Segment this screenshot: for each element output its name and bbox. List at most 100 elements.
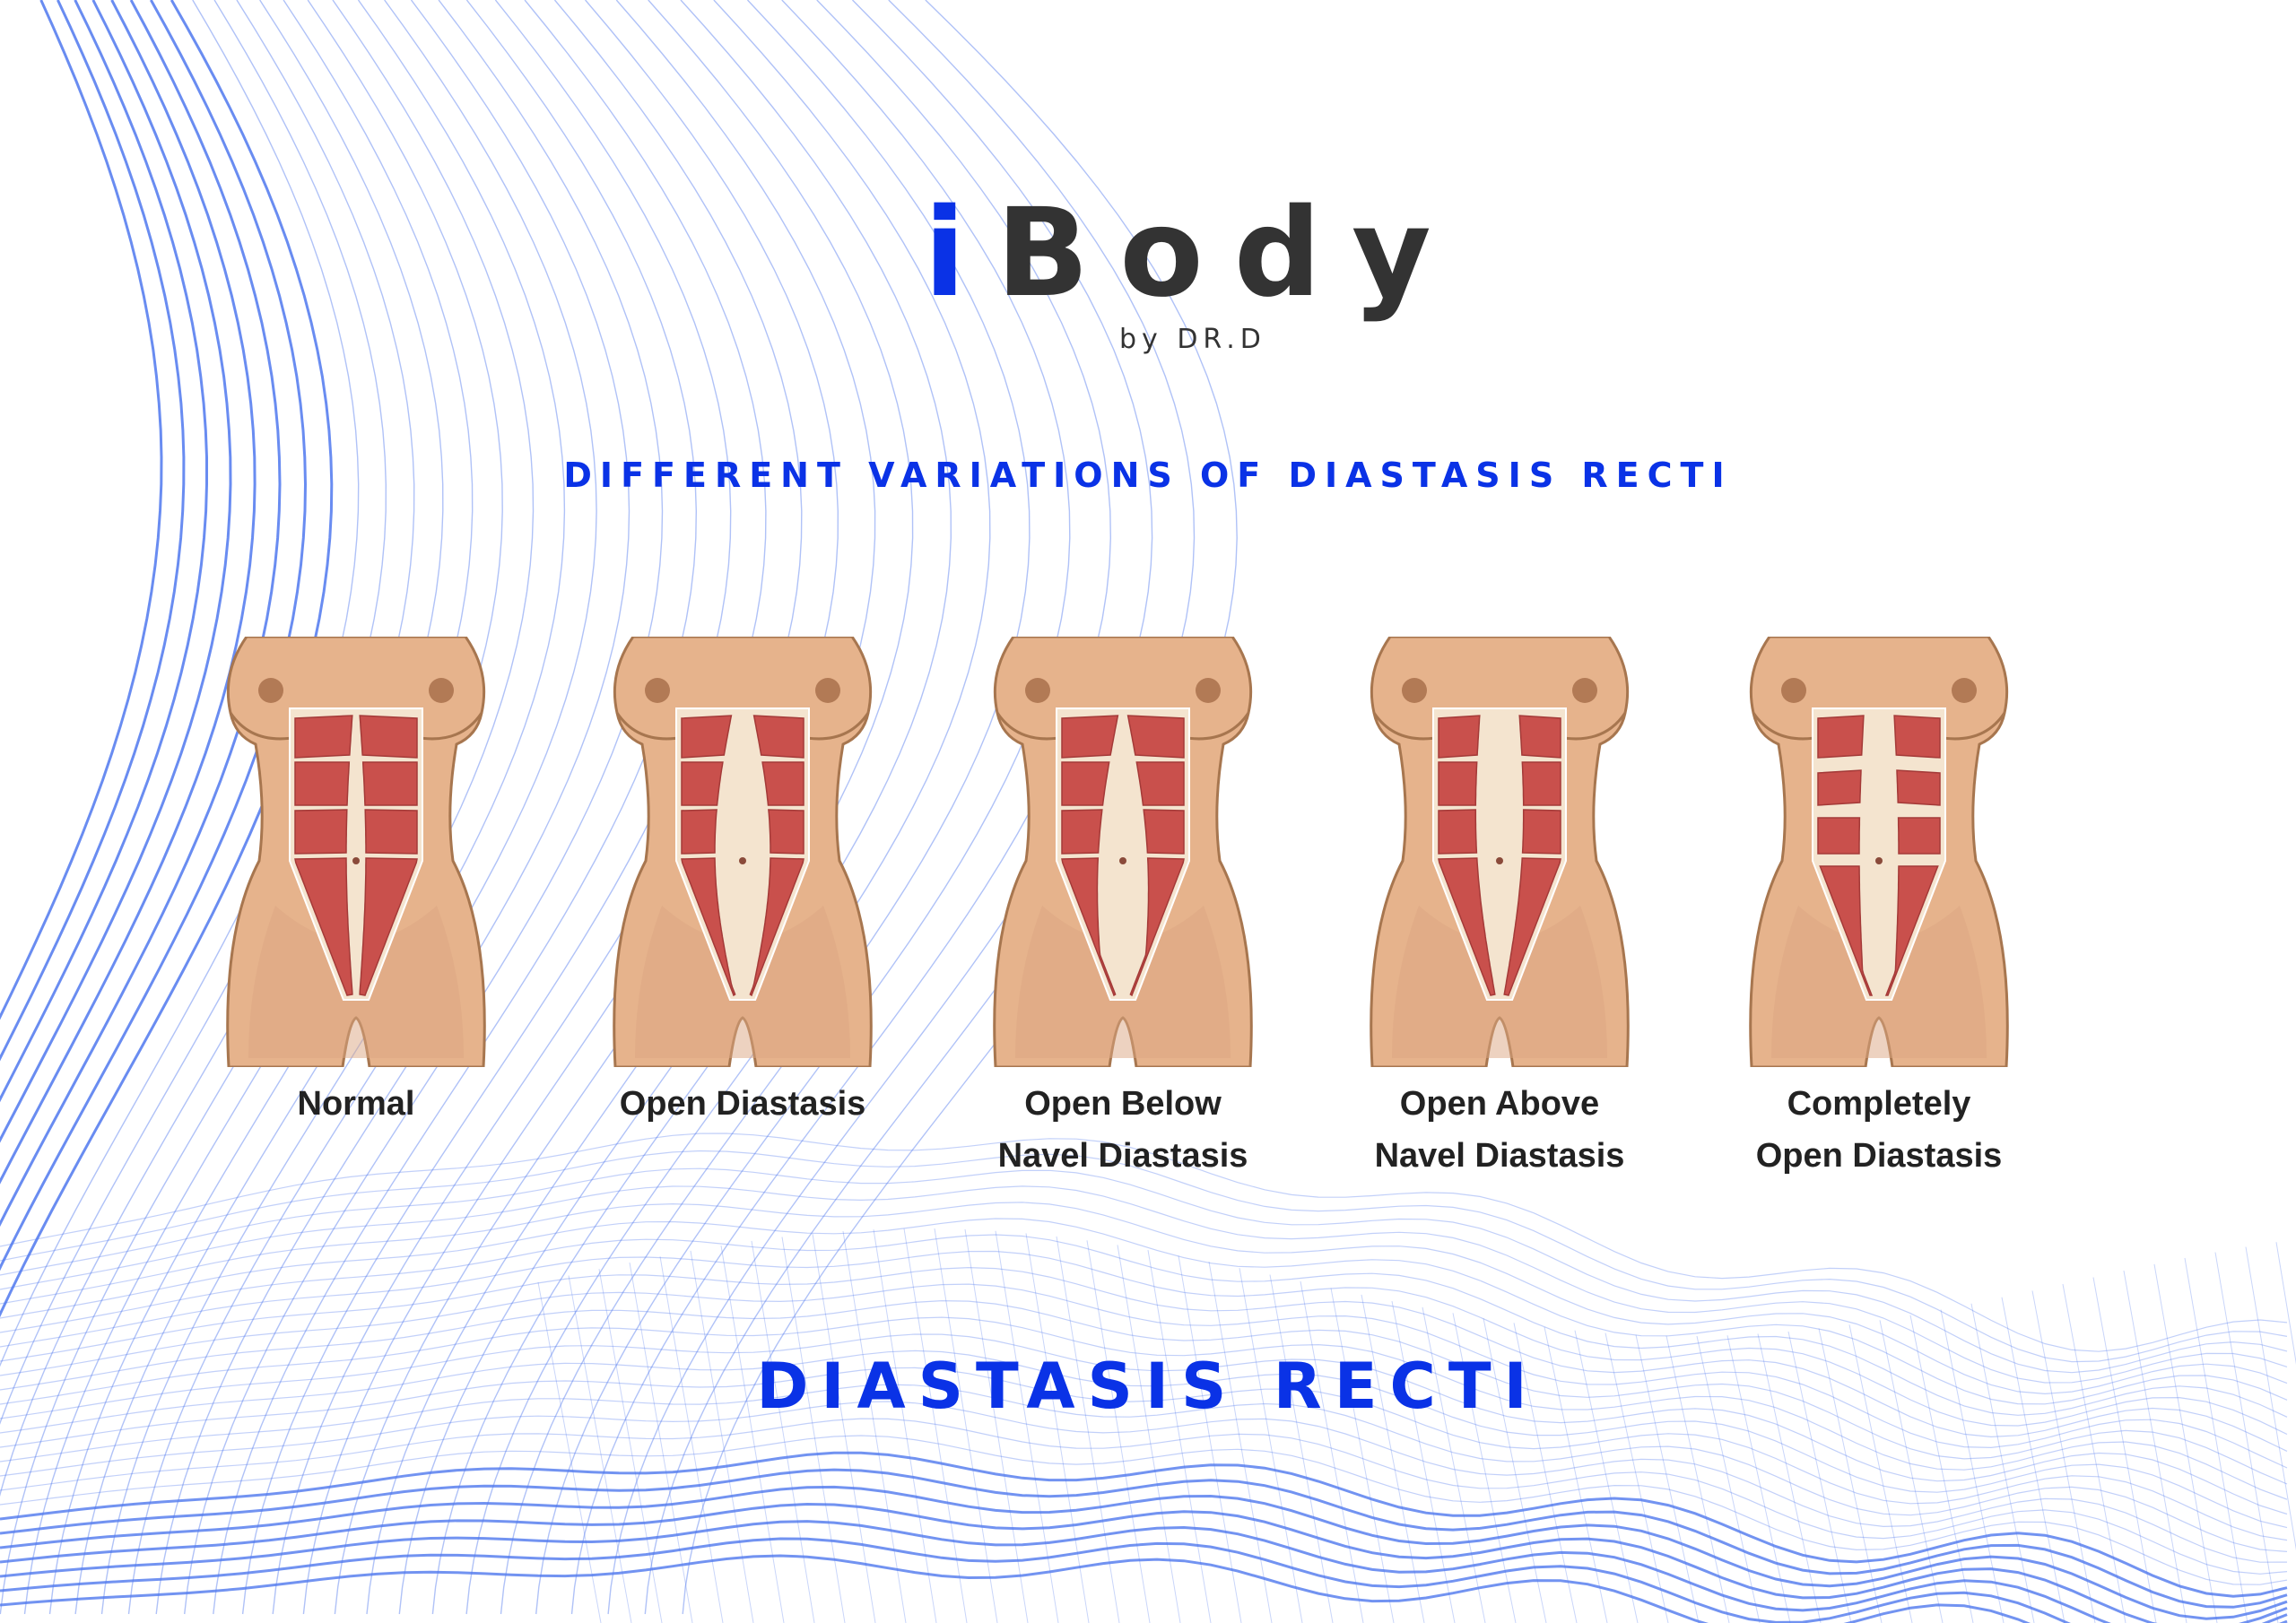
wave-line-bottom xyxy=(0,1485,2288,1620)
wave-mesh-line xyxy=(2031,1290,2096,1623)
rectus-muscle-segment xyxy=(1518,715,1561,759)
wave-mesh-line xyxy=(842,1230,907,1623)
rectus-muscle-segment xyxy=(1061,715,1119,759)
wave-mesh-line xyxy=(1452,1313,1517,1623)
wave-mesh-line xyxy=(2214,1252,2279,1623)
wave-mesh-line xyxy=(1483,1318,1547,1623)
wave-line-left xyxy=(100,0,566,1615)
wave-line-left xyxy=(213,0,698,1615)
wave-line-bottom xyxy=(0,1554,2031,1623)
wave-mesh-line xyxy=(751,1240,815,1623)
nipple xyxy=(1402,678,1427,703)
rectus-muscle-segment xyxy=(1521,809,1561,855)
rectus-muscle-segment xyxy=(1438,761,1478,806)
wave-mesh-line xyxy=(2275,1242,2296,1365)
wave-line-bottom xyxy=(0,1250,2288,1436)
wave-mesh-line xyxy=(568,1275,632,1623)
wave-mesh-line xyxy=(1300,1280,1364,1623)
torso-illustration xyxy=(1749,637,2009,1067)
wave-line-bottom xyxy=(0,1185,2288,1384)
figure-label-line2: Open Diastasis xyxy=(1755,1137,2003,1175)
wave-line-bottom xyxy=(0,1133,2288,1352)
rectus-muscle-segment xyxy=(294,809,348,855)
navel xyxy=(352,857,360,864)
rectus-muscle-segment xyxy=(1438,857,1496,996)
wave-mesh-line xyxy=(873,1229,937,1623)
wave-mesh-line xyxy=(659,1256,724,1623)
wave-mesh-line xyxy=(1025,1233,1090,1623)
rectus-muscle-segment xyxy=(681,761,724,806)
wave-line-left xyxy=(500,0,1031,1615)
logo-i: i xyxy=(924,183,996,325)
nipple xyxy=(1952,678,1977,703)
wave-line-left xyxy=(0,0,186,1062)
rectus-muscle-segment xyxy=(761,761,804,806)
wave-line-left xyxy=(535,0,1071,1615)
wave-mesh-line xyxy=(1056,1236,1120,1623)
wave-line-bottom xyxy=(0,1167,2288,1374)
rectus-muscle-segment xyxy=(1126,715,1185,759)
torso-illustration xyxy=(613,637,873,1067)
wave-line-bottom xyxy=(0,1435,2288,1585)
wave-mesh-line xyxy=(1239,1268,1303,1623)
wave-mesh-line xyxy=(1696,1335,1761,1623)
wave-mesh-line xyxy=(2153,1263,2218,1623)
wave-mesh-line xyxy=(1635,1334,1700,1623)
wave-line-bottom xyxy=(0,1218,2288,1405)
wave-line-bottom xyxy=(0,1266,2288,1452)
nipple xyxy=(258,678,283,703)
page-title: DIASTASIS RECTI xyxy=(756,1350,1540,1423)
wave-mesh-line xyxy=(629,1262,693,1623)
wave-line-bottom xyxy=(0,1468,2288,1609)
wave-mesh-line xyxy=(781,1237,846,1623)
wave-line-bottom xyxy=(0,1367,2288,1541)
ibody-logo: iBody by DR.D xyxy=(924,193,1431,363)
figure-label-line1: Completely xyxy=(1787,1085,1971,1123)
figure-label-line1: Open Diastasis xyxy=(619,1085,866,1123)
wave-mesh-line xyxy=(1605,1332,1669,1623)
rectus-muscle-segment xyxy=(1817,715,1865,759)
wave-mesh-line xyxy=(934,1228,998,1623)
wave-mesh-line xyxy=(1086,1240,1151,1623)
nipple xyxy=(1781,678,1806,703)
wave-line-bottom xyxy=(0,1333,2288,1515)
wave-mesh-line xyxy=(2001,1297,2066,1623)
wave-line-left xyxy=(0,0,232,1143)
rectus-muscle-segment xyxy=(1135,761,1185,806)
figure-label-line2: Navel Diastasis xyxy=(997,1137,1248,1175)
rectus-muscle-segment xyxy=(1438,715,1481,759)
navel xyxy=(1875,857,1883,864)
figure-label: Normal xyxy=(168,1078,544,1130)
wave-line-left xyxy=(0,0,308,1271)
rectus-muscle-segment xyxy=(359,857,418,996)
wave-line-left xyxy=(127,0,597,1615)
rectus-muscle-segment xyxy=(1521,761,1561,806)
wave-mesh-line xyxy=(1147,1250,1212,1623)
rectus-muscle-segment xyxy=(364,809,418,855)
wave-line-bottom xyxy=(0,1316,2288,1500)
wave-line-left xyxy=(465,0,991,1615)
wave-mesh-line xyxy=(1269,1274,1334,1623)
navel xyxy=(1496,857,1503,864)
wave-mesh-line xyxy=(1361,1294,1425,1623)
logo-byline: by DR.D xyxy=(1119,324,1266,355)
wave-mesh-line xyxy=(690,1250,754,1623)
figure-label: Open Diastasis xyxy=(554,1078,931,1130)
wave-line-left xyxy=(0,0,163,1020)
wave-line-left xyxy=(0,0,257,1185)
rectus-muscle-segment xyxy=(768,809,804,855)
rectus-muscle-segment xyxy=(1503,857,1561,996)
rectus-muscle-segment xyxy=(1817,817,1861,855)
wave-line-bottom xyxy=(0,1384,2288,1552)
rectus-muscle-segment xyxy=(294,715,353,759)
rectus-muscle-segment xyxy=(359,715,418,759)
wave-mesh-line xyxy=(1422,1306,1486,1623)
rectus-muscle-segment xyxy=(1884,865,1939,996)
wave-mesh-line xyxy=(1544,1326,1608,1623)
rectus-muscle-segment xyxy=(1817,769,1862,806)
